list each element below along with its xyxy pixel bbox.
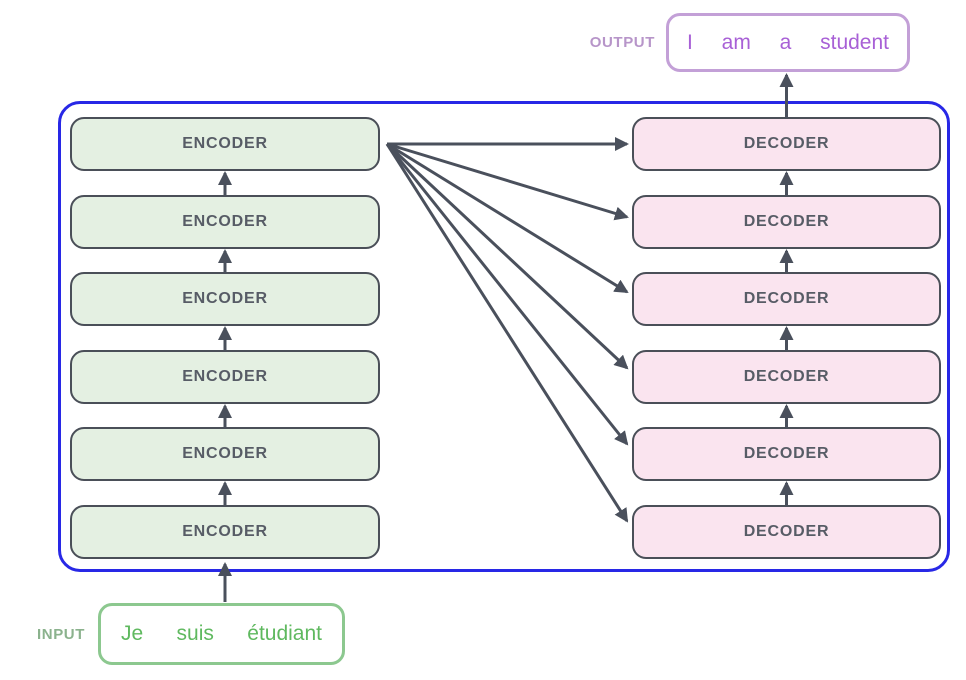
input-sentence-box: Je suis étudiant xyxy=(98,603,345,665)
stack-box-label: ENCODER xyxy=(182,290,268,307)
output-word-1: I xyxy=(687,30,693,54)
encoder-box-2: ENCODER xyxy=(70,195,380,249)
stack-box-label: ENCODER xyxy=(182,213,268,230)
decoder-box-6: DECODER xyxy=(632,505,941,559)
encoder-box-6: ENCODER xyxy=(70,505,380,559)
stack-box-label: DECODER xyxy=(743,523,830,540)
decoder-box-4: DECODER xyxy=(632,350,941,404)
output-word-3: a xyxy=(779,30,792,54)
encoder-box-3: ENCODER xyxy=(70,272,380,326)
stack-box-label: DECODER xyxy=(743,445,830,462)
stack-box-label: ENCODER xyxy=(182,445,268,462)
stack-box-label: ENCODER xyxy=(182,523,268,540)
transformer-outline-box xyxy=(58,101,950,572)
input-label: INPUT xyxy=(37,626,85,643)
encoder-box-5: ENCODER xyxy=(70,427,380,481)
output-label: OUTPUT xyxy=(589,34,655,51)
encoder-box-1: ENCODER xyxy=(70,117,380,171)
encoder-box-4: ENCODER xyxy=(70,350,380,404)
stack-box-label: DECODER xyxy=(743,213,830,230)
stack-box-label: ENCODER xyxy=(182,368,268,385)
stack-box-label: DECODER xyxy=(743,135,830,152)
input-word-1: Je xyxy=(121,622,144,645)
decoder-box-3: DECODER xyxy=(632,272,941,326)
stack-box-label: DECODER xyxy=(743,368,830,385)
decoder-box-1: DECODER xyxy=(632,117,941,171)
output-word-2: am xyxy=(721,30,751,54)
input-word-2: suis xyxy=(176,622,214,645)
output-word-4: student xyxy=(820,30,889,54)
stack-box-label: DECODER xyxy=(743,290,830,307)
input-word-3: étudiant xyxy=(247,622,322,645)
decoder-box-5: DECODER xyxy=(632,427,941,481)
decoder-box-2: DECODER xyxy=(632,195,941,249)
stack-box-label: ENCODER xyxy=(182,135,268,152)
